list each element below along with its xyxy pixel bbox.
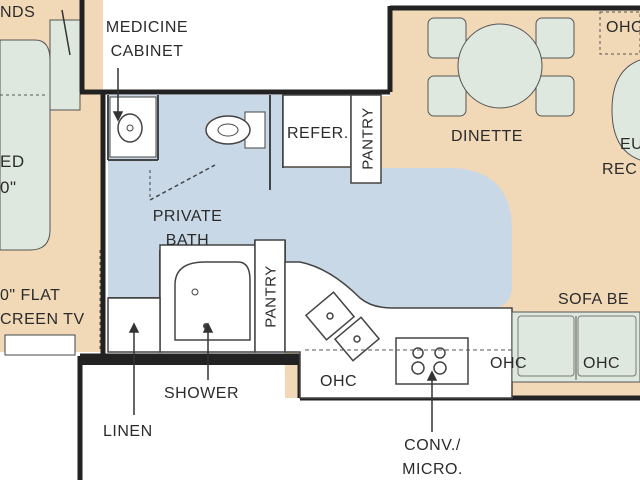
label-eu-1: EU — [620, 136, 640, 153]
label-dinette: DINETTE — [451, 128, 523, 145]
shower-icon — [174, 261, 251, 341]
label-tv-1: 0" FLAT — [0, 287, 61, 304]
label-sofa: SOFA BE — [558, 291, 630, 308]
label-shower: SHOWER — [164, 385, 239, 402]
stove-burner-icon — [411, 347, 447, 375]
lower-wall-block — [80, 355, 300, 365]
label-medicine-cabinet-1: MEDICINE — [105, 19, 189, 36]
toilet-icon — [205, 115, 251, 145]
label-medicine-cabinet-2: CABINET — [110, 43, 184, 60]
label-ohc-right: OHC — [583, 355, 621, 372]
label-eu-2: REC — [602, 161, 638, 178]
leader-lines — [61, 9, 438, 432]
dinette-icon — [427, 17, 575, 117]
label-private-bath-2: BATH — [165, 232, 210, 249]
label-ohc-mid: OHC — [490, 355, 528, 372]
recliner-icon — [611, 59, 640, 161]
label-pantry-mid: PANTRY — [262, 265, 280, 328]
refrigerator — [282, 94, 352, 168]
bath-door-swing — [149, 164, 216, 201]
label-conv-2: MICRO. — [402, 461, 463, 478]
ohc-top-box — [599, 11, 640, 55]
walls — [77, 0, 640, 480]
kitchen-sink-icon — [304, 291, 381, 362]
label-conv-1: CONV./ — [404, 437, 461, 454]
label-ohc-left: OHC — [320, 373, 358, 390]
bed — [0, 39, 51, 251]
label-nds: NDS — [0, 4, 36, 21]
label-tv-2: CREEN TV — [0, 311, 85, 328]
label-ohc-top: OHC — [606, 19, 640, 36]
bath-sink-icon — [117, 113, 143, 143]
label-bed-1: ED — [0, 152, 25, 171]
label-pantry-top: PANTRY — [359, 107, 377, 170]
label-private-bath-1: PRIVATE — [152, 208, 223, 225]
label-refer: REFER. — [287, 125, 349, 142]
tv-cabinet — [4, 334, 76, 356]
pantry-top — [350, 94, 382, 184]
label-bed-2: 0" — [0, 178, 17, 197]
label-linen: LINEN — [103, 423, 153, 440]
wardrobe — [49, 19, 81, 111]
